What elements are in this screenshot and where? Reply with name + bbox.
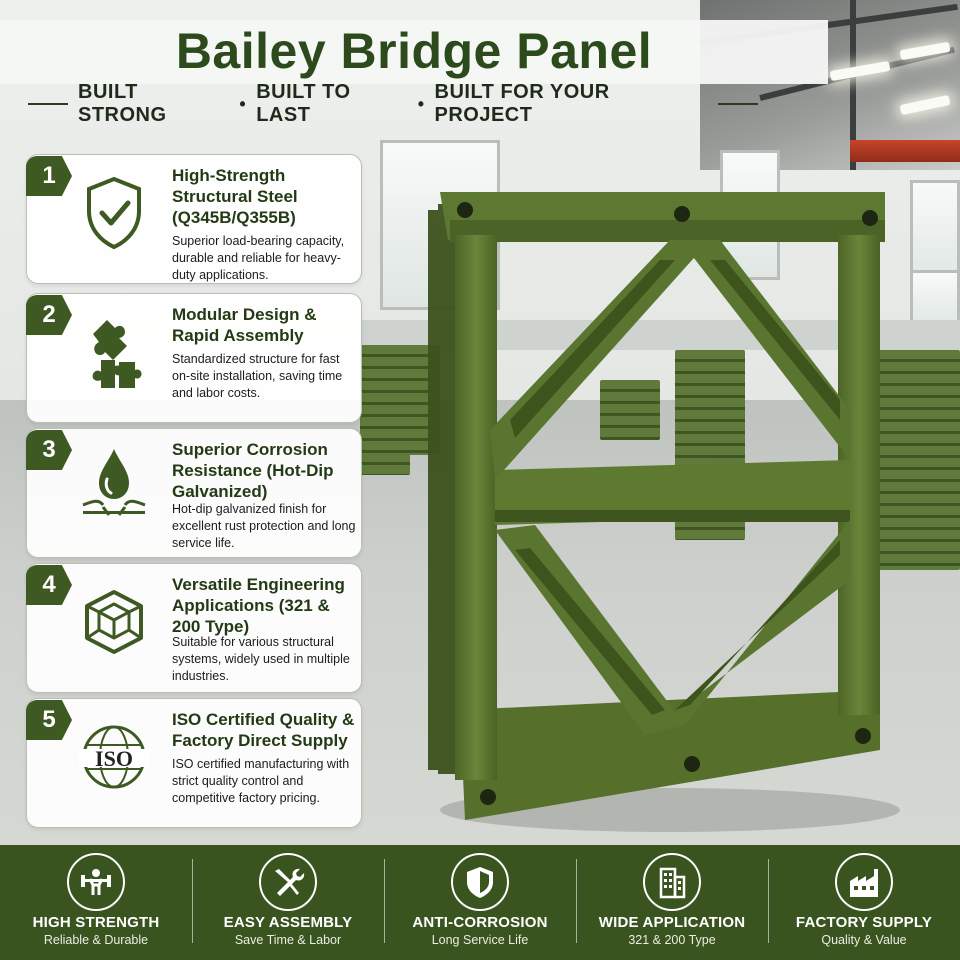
- benefit-sub: Save Time & Labor: [234, 933, 342, 947]
- benefit-sub: Long Service Life: [431, 933, 529, 947]
- feature-card-5: 5 ISO ISO Certified Quality & Factory Di…: [26, 698, 362, 828]
- feature-description: ISO certified manufacturing with strict …: [172, 757, 350, 805]
- factory-icon: [850, 869, 878, 897]
- benefit-sub: 321 & 200 Type: [628, 933, 716, 947]
- feature-number: 1: [26, 156, 72, 196]
- wrench-screwdriver-icon: [275, 868, 305, 896]
- feature-title: Modular Design & Rapid Assembly: [172, 305, 317, 345]
- benefits-bar: HIGH STRENGTH Reliable & Durable EASY AS…: [0, 845, 960, 960]
- overhead-crane: [850, 140, 960, 162]
- iso-globe-icon: ISO: [79, 725, 149, 789]
- tagline: BUILT STRONG • BUILT TO LAST • BUILT FOR…: [28, 81, 758, 126]
- feature-number: 5: [26, 700, 72, 740]
- puzzle-pieces-icon: [92, 320, 142, 388]
- panel-stack: [360, 405, 410, 475]
- shield-icon: [467, 867, 493, 898]
- tagline-item: BUILT STRONG: [78, 81, 167, 126]
- tagline-item: BUILT TO LAST: [256, 81, 351, 126]
- panel-stack: [870, 350, 960, 570]
- benefit-easy-assembly: EASY ASSEMBLY Save Time & Labor: [192, 845, 384, 960]
- benefit-anti-corrosion: ANTI-CORROSION Long Service Life: [384, 845, 576, 960]
- feature-card-1: 1 High-Strength Structural Steel (Q345B/…: [26, 154, 362, 284]
- benefit-wide-application: WIDE APPLICATION 321 & 200 Type: [576, 845, 768, 960]
- divider: [718, 103, 758, 105]
- tagline-item: BUILT FOR YOUR PROJECT: [434, 81, 610, 126]
- benefit-label: ANTI-CORROSION: [412, 914, 548, 931]
- buildings-icon: [659, 867, 686, 899]
- cube-icon: [85, 590, 143, 654]
- page-title: Bailey Bridge Panel: [175, 23, 653, 79]
- feature-card-3: 3 Superior Corrosion Resistance (Hot-Dip…: [26, 428, 362, 558]
- feature-title: Versatile Engineering Applications (321 …: [172, 575, 345, 636]
- panel-stack: [600, 380, 660, 440]
- benefit-label: FACTORY SUPPLY: [795, 914, 933, 931]
- benefit-factory-supply: FACTORY SUPPLY Quality & Value: [768, 845, 960, 960]
- feature-title: Superior Corrosion Resistance (Hot-Dip G…: [172, 440, 334, 501]
- bailey-bridge-panel-image: [428, 192, 900, 832]
- feature-description: Hot-dip galvanized finish for excellent …: [172, 502, 356, 550]
- benefit-label: HIGH STRENGTH: [32, 914, 160, 931]
- feature-title: ISO Certified Quality & Factory Direct S…: [172, 710, 355, 750]
- benefit-label: WIDE APPLICATION: [598, 914, 746, 931]
- benefit-sub: Reliable & Durable: [43, 933, 149, 947]
- feature-number: 3: [26, 430, 72, 470]
- tagline-separator: •: [239, 93, 247, 114]
- title-band: [0, 20, 828, 84]
- weightlifter-icon: [81, 869, 111, 895]
- water-drop-icon: [82, 449, 146, 516]
- feature-number: 2: [26, 295, 72, 335]
- feature-card-4: 4 Versatile Engineering Applications (32…: [26, 563, 362, 693]
- feature-description: Suitable for various structural systems,…: [172, 635, 350, 683]
- benefit-high-strength: HIGH STRENGTH Reliable & Durable: [0, 845, 192, 960]
- benefit-label: EASY ASSEMBLY: [223, 914, 353, 931]
- divider: [28, 103, 68, 105]
- feature-number: 4: [26, 565, 72, 605]
- tagline-separator: •: [417, 93, 425, 114]
- feature-card-2: 2 Modular Design & Rapid Assembly Standa…: [26, 293, 362, 423]
- iso-text: ISO: [95, 746, 133, 771]
- benefit-sub: Quality & Value: [821, 933, 907, 947]
- shield-check-icon: [87, 176, 141, 250]
- feature-title: High-Strength Structural Steel (Q345B/Q3…: [172, 166, 298, 227]
- feature-description: Standardized structure for fast on-site …: [172, 352, 343, 400]
- feature-description: Superior load-bearing capacity, durable …: [172, 234, 345, 282]
